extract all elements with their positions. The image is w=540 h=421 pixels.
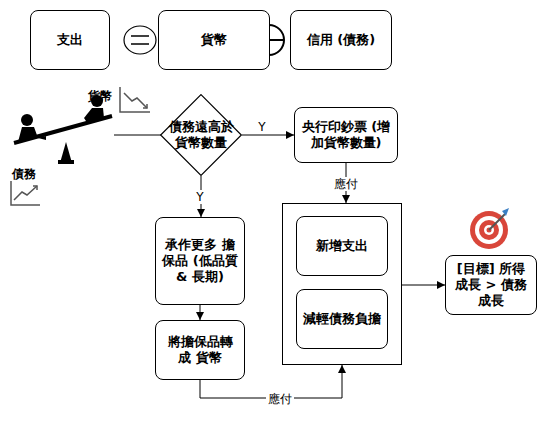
illustration-label: 債務 xyxy=(12,166,36,183)
edge-label: Y xyxy=(194,190,205,204)
flow-arrow xyxy=(242,135,294,136)
flow-arrow xyxy=(402,285,445,286)
process-box: 減輕債務負擔 xyxy=(296,289,388,349)
node-text: 支出 xyxy=(51,32,89,48)
process-box: 支出 xyxy=(30,10,110,70)
equals-symbol xyxy=(124,26,156,54)
process-box: 貨幣 xyxy=(158,10,270,70)
edge-label: 應付 xyxy=(266,392,294,406)
node-text: 信用 (債務) xyxy=(301,32,381,48)
target-icon xyxy=(470,208,509,249)
node-text: 債務遠高於 貨幣數量 xyxy=(160,119,242,151)
process-box: 新增支出 xyxy=(296,216,388,276)
edge-label: 應付 xyxy=(332,177,360,191)
decision-diamond: 債務遠高於 貨幣數量 xyxy=(160,94,242,176)
flow-arrow xyxy=(200,305,201,320)
node-text: 減輕債務負擔 xyxy=(297,311,387,327)
trend-up-icon xyxy=(11,181,40,205)
illustration-label: 貨幣 xyxy=(88,88,112,105)
node-text: 承作更多 擔保品 (低品質& 長期) xyxy=(156,237,244,285)
trend-down-icon xyxy=(120,87,150,112)
process-box: 將擔保品轉成 貨幣 xyxy=(155,320,245,380)
node-text: 央行印鈔票 (增加貨幣數量) xyxy=(295,119,397,151)
process-box: 央行印鈔票 (增加貨幣數量) xyxy=(294,107,398,163)
node-text: 貨幣 xyxy=(195,32,233,48)
process-box: 信用 (債務) xyxy=(290,10,392,70)
group-frame: 新增支出減輕債務負擔 xyxy=(282,203,402,365)
input-line xyxy=(114,135,161,136)
node-text: 新增支出 xyxy=(310,238,374,254)
process-box: 承作更多 擔保品 (低品質& 長期) xyxy=(155,217,245,305)
process-box: [目標] 所得成長 > 債務成長 xyxy=(445,255,537,315)
node-text: [目標] 所得成長 > 債務成長 xyxy=(446,261,536,309)
seesaw-illustration xyxy=(14,95,112,164)
edge-label: Y xyxy=(256,120,267,134)
node-text: 將擔保品轉成 貨幣 xyxy=(156,334,244,366)
